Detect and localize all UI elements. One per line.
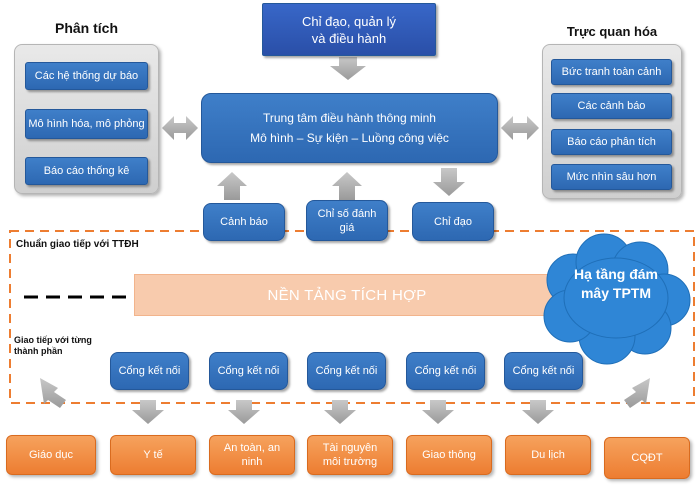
visualization-item: Bức tranh toàn cảnh xyxy=(551,59,672,85)
sector-tourism: Du lịch xyxy=(505,435,591,475)
sector-education: Giáo dục xyxy=(6,435,96,475)
connector-box: Cổng kết nối xyxy=(307,352,386,390)
operations-center-box: Trung tâm điều hành thông minh Mô hình –… xyxy=(201,93,498,163)
arrow-up-index xyxy=(332,172,362,200)
sector-environment: Tài nguyên môi trường xyxy=(307,435,393,475)
interface-label: Chuẩn giao tiếp với TTĐH xyxy=(16,239,139,250)
command-box: Chỉ đạo, quản lý và điều hành xyxy=(262,3,436,56)
connector-box: Cổng kết nối xyxy=(504,352,583,390)
arrow-left-right-analysis xyxy=(162,116,198,140)
cloud-label: Hạ tầng đám mây TPTM xyxy=(573,266,658,301)
arrow-diag-right xyxy=(624,378,650,408)
analysis-item: Mô hình hóa, mô phỏng xyxy=(25,109,148,139)
center-line2: Mô hình – Sự kiện – Luồng công việc xyxy=(250,131,449,145)
visualization-item: Mức nhìn sâu hơn xyxy=(551,164,672,190)
sector-transport: Giao thông xyxy=(406,435,492,475)
analysis-item: Báo cáo thống kê xyxy=(25,157,148,185)
arrow-diag-left xyxy=(40,378,66,408)
arrow-up-alert xyxy=(217,172,247,200)
visualization-item: Các cảnh báo xyxy=(551,93,672,119)
connector-box: Cổng kết nối xyxy=(406,352,485,390)
analysis-title: Phân tích xyxy=(54,20,118,36)
signal-alert: Cảnh báo xyxy=(203,203,285,241)
signal-index: Chỉ số đánh giá xyxy=(306,200,388,241)
platform-label: NỀN TẢNG TÍCH HỢP xyxy=(267,286,427,304)
visualization-title: Trực quan hóa xyxy=(566,24,658,39)
arrow-down-command xyxy=(330,57,366,80)
sector-arrows xyxy=(132,400,554,424)
per-component-label: Giao tiếp với từng thành phần xyxy=(14,335,92,356)
analysis-item: Các hệ thống dự báo xyxy=(25,62,148,90)
sector-security: An toàn, an ninh xyxy=(209,435,295,475)
integration-platform-bar: NỀN TẢNG TÍCH HỢP xyxy=(134,274,560,316)
connector-box: Cổng kết nối xyxy=(110,352,189,390)
arrow-left-right-visualization xyxy=(501,116,539,140)
signal-directive: Chỉ đạo xyxy=(412,202,494,241)
command-line1: Chỉ đạo, quản lý xyxy=(302,13,396,29)
visualization-item: Báo cáo phân tích xyxy=(551,129,672,155)
center-line1: Trung tâm điều hành thông minh xyxy=(262,111,436,125)
command-line2: và điều hành xyxy=(311,30,387,46)
connector-box: Cổng kết nối xyxy=(209,352,288,390)
arrow-down-directive xyxy=(433,168,465,196)
integration-frame xyxy=(9,230,695,404)
sector-egov: CQĐT xyxy=(604,437,690,479)
sector-health: Y tế xyxy=(110,435,196,475)
